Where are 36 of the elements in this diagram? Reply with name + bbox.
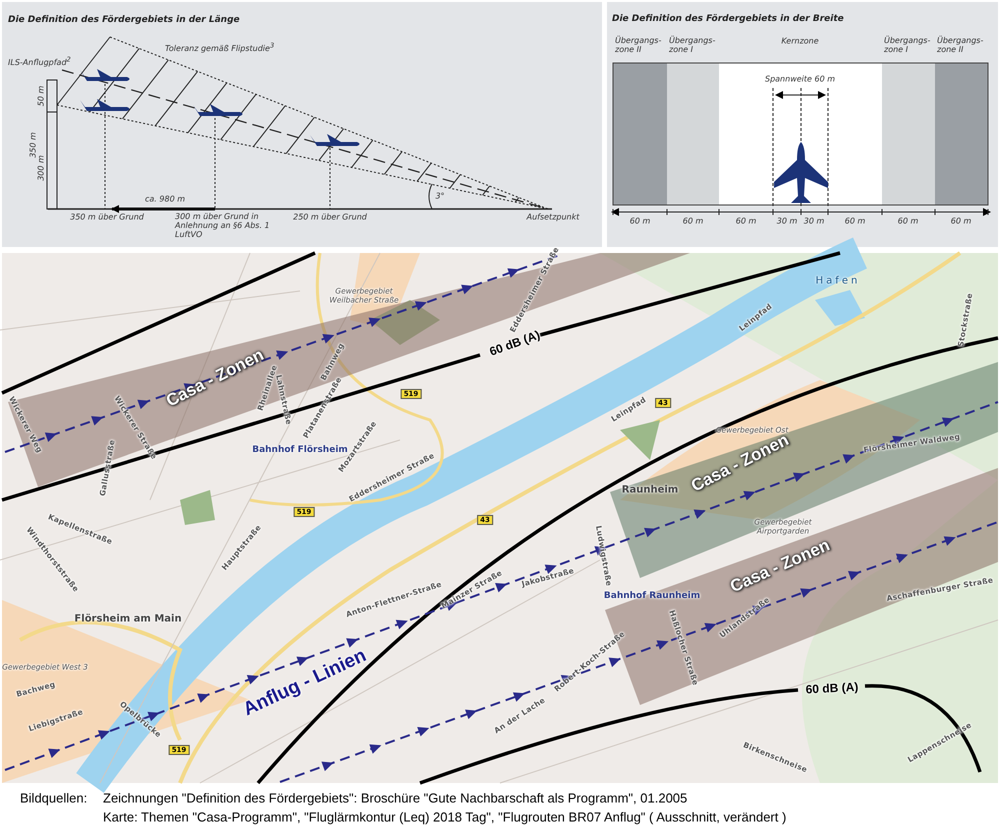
dimension-label: 350 m bbox=[28, 132, 38, 158]
zone-label: Übergangs- zone I bbox=[669, 36, 716, 54]
dimension-label: 60 m bbox=[844, 216, 866, 226]
caption-text: Zeichnungen "Definition des Fördergebiets": Broschüre "Gute Nachbarschaft als Programm", 01.2005 bbox=[103, 792, 688, 806]
panel-heading: Die Definition des Fördergebiets in der Länge bbox=[8, 14, 240, 26]
caption-text: Bildquellen: bbox=[20, 792, 88, 806]
annotation-text: 300 m über Grund in Anlehnung an §6 Abs. 1 LuftVO bbox=[175, 212, 271, 240]
zone-label: Übergangs- zone I bbox=[884, 36, 932, 54]
zone-label: Kernzone bbox=[781, 36, 819, 46]
dimension-label: 60 m bbox=[682, 216, 704, 226]
panel-heading: Die Definition des Fördergebiets in der Breite bbox=[612, 14, 844, 24]
dimension-label: 50 m bbox=[36, 86, 46, 106]
dimension-label: ca. 980 m bbox=[145, 194, 185, 204]
dimension-label: 30 m bbox=[776, 216, 798, 226]
zone-label: Casa - Zonen bbox=[727, 535, 833, 597]
annotation-text: 250 m über Grund bbox=[293, 212, 367, 222]
caption-text: Karte: Themen "Casa-Programm", "Fluglärmkontur (Leq) 2018 Tag", "Flugrouten BR07 Anflug" ( Ausschnitt, verändert ) bbox=[103, 810, 786, 826]
dimension-label: 60 m bbox=[736, 216, 756, 226]
place-label: Flörsheim am Main bbox=[74, 613, 182, 625]
angle-label: 3° bbox=[435, 191, 445, 201]
annotation-text: 350 m über Grund bbox=[70, 212, 144, 222]
dimension-label: Spannweite 60 m bbox=[765, 74, 835, 84]
annotation-text: Toleranz gemäß Flipstudie$^{3}$ bbox=[165, 42, 274, 54]
dimension-label: 60 m bbox=[950, 216, 972, 226]
dimension-label: 60 m bbox=[630, 216, 650, 226]
annotation-text: Aufsetzpunkt bbox=[526, 212, 580, 222]
zone-label: Übergangs- zone II bbox=[937, 36, 984, 54]
station-label: Bahnhof Raunheim bbox=[604, 590, 700, 602]
zone-label: Übergangs- zone II bbox=[615, 36, 662, 54]
dimension-label: 300 m bbox=[36, 155, 46, 181]
annotation-text: ILS-Anflugpfad$^{2}$ bbox=[8, 56, 71, 68]
dimension-label: 30 m bbox=[804, 216, 824, 226]
place-label: Raunheim bbox=[622, 484, 678, 496]
place-label: Hafen bbox=[816, 275, 860, 287]
dimension-label: 60 m bbox=[898, 216, 918, 226]
noise-level-label: 60 dB (A) bbox=[805, 680, 859, 698]
